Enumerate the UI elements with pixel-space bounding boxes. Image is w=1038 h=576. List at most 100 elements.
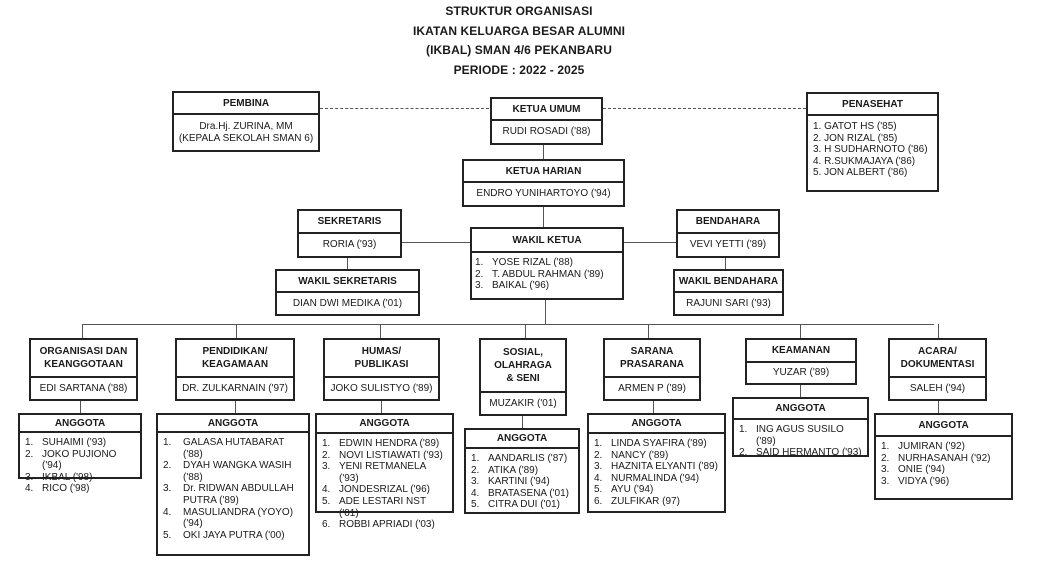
anggota-title: ANGGOTA [466, 430, 578, 449]
anggota-item: 3.Dr. RIDWAN ABDULLAH PUTRA ('89) [163, 483, 294, 506]
pembina-name-line-1: Dra.Hj. ZURINA, MM [199, 120, 293, 132]
anggota-item: 3.VIDYA ('96) [881, 475, 950, 487]
division-head: JOKO SULISTYO ('89) [330, 382, 433, 394]
anggota-item: 1.SUHAIMI ('93) [25, 437, 107, 448]
penasehat-box: PENASEHAT 1. GATOT HS ('85) 2. JON RIZAL… [806, 92, 939, 192]
title-line-2: IKATAN KELUARGA BESAR ALUMNI [412, 23, 626, 38]
anggota-item: 3.ONIE ('94) [881, 464, 945, 476]
sekretaris-title: SEKRETARIS [299, 211, 400, 234]
wakil-bendahara-title: WAKIL BENDAHARA [675, 271, 782, 293]
anggota-list: 1. EDWIN HENDRA ('89) 2.NOVI LISTIAWATI … [317, 434, 452, 534]
wakil-sekretaris-title: WAKIL SEKRETARIS [277, 271, 418, 293]
anggota-humas-box: ANGGOTA 1. EDWIN HENDRA ('89) 2.NOVI LIS… [315, 413, 454, 530]
wakil-sekretaris-box: WAKIL SEKRETARIS DIAN DWI MEDIKA ('01) [275, 269, 420, 316]
ketua-umum-name: RUDI ROSADI ('88) [502, 126, 591, 137]
connector-wakil-bendahara [623, 242, 676, 243]
division-head: MUZAKIR ('01) [489, 397, 557, 409]
pembina-name-line-2: (KEPALA SEKOLAH SMAN 6) [178, 132, 314, 144]
anggota-title: ANGGOTA [589, 415, 724, 434]
anggota-list: 1.SUHAIMI ('93) 2.JOKO PUJIONO ('94) 3.I… [20, 433, 140, 498]
wakil-ketua-list: 1. YOSE RIZAL ('88) 2.T. ABDUL RAHMAN ('… [472, 253, 622, 296]
bendahara-name: VEVI YETTI ('89) [689, 239, 767, 250]
connector-div-5 [648, 324, 649, 338]
division-title: PENDIDIKAN/ KEAGAMAAN [177, 340, 293, 378]
anggota-list: 1.JUMIRAN ('92) 2.NURHASANAH ('92) 3.ONI… [876, 437, 1011, 490]
anggota-item: 2.DYAH WANGKA WASIH ('88) [163, 460, 292, 483]
wakil-ketua-item: 2.T. ABDUL RAHMAN ('89) [475, 268, 604, 280]
ketua-umum-title: KETUA UMUM [492, 99, 601, 121]
anggota-item: 4.RICO ('98) [25, 483, 90, 495]
penasehat-list: 1. GATOT HS ('85) 2. JON RIZAL ('85) 3. … [808, 116, 937, 182]
anggota-item: 4.JONDESRIZAL ('96) [322, 484, 431, 496]
bendahara-box: BENDAHARA VEVI YETTI ('89) [676, 209, 780, 258]
anggota-item: 1.JUMIRAN ('92) [881, 441, 965, 452]
connector-harian-wakil [543, 207, 544, 227]
anggota-pendidikan-box: ANGGOTA 1.GALASA HUTABARAT ('88) 2.DYAH … [156, 413, 310, 556]
anggota-list: 1.GALASA HUTABARAT ('88) 2.DYAH WANGKA W… [158, 433, 308, 544]
connector-div-2 [236, 324, 237, 338]
wakil-ketua-item: 1. YOSE RIZAL ('88) [475, 257, 574, 268]
connector-ketua-penasehat [603, 108, 806, 109]
anggota-title: ANGGOTA [20, 415, 140, 433]
anggota-acara-box: ANGGOTA 1.JUMIRAN ('92) 2.NURHASANAH ('9… [874, 413, 1013, 500]
division-pendidikan-box: PENDIDIKAN/ KEAGAMAAN DR. ZULKARNAIN ('9… [175, 338, 295, 401]
penasehat-item: 1. GATOT HS ('85) [813, 121, 897, 132]
anggota-item: 3.KARTINI ('94) [471, 476, 550, 488]
anggota-organisasi-box: ANGGOTA 1.SUHAIMI ('93) 2.JOKO PUJIONO (… [18, 413, 142, 494]
anggota-title: ANGGOTA [158, 415, 308, 433]
connector-anggota-1 [80, 401, 81, 413]
connector-anggota-6 [800, 385, 801, 397]
penasehat-item: 3. H SUDHARNOTO ('86) [813, 144, 928, 156]
division-keamanan-box: KEAMANAN YUZAR ('89) [745, 338, 857, 385]
division-head: ARMEN P ('89) [618, 382, 686, 394]
pembina-name: Dra.Hj. ZURINA, MM (KEPALA SEKOLAH SMAN … [174, 115, 318, 150]
division-head: YUZAR ('89) [772, 367, 830, 378]
division-head: DR. ZULKARNAIN ('97) [182, 382, 288, 394]
penasehat-item: 2. JON RIZAL ('85) [813, 132, 898, 144]
connector-div-1 [82, 324, 83, 338]
anggota-item: 3.IKBAL ('98) [25, 471, 93, 483]
anggota-item: 2.JOKO PUJIONO ('94) [25, 448, 117, 472]
anggota-item: 5.AYU ('94) [594, 484, 654, 496]
connector-wakil-divisions [545, 300, 546, 324]
connector-divisions-bar [82, 324, 934, 325]
chart-title: STRUKTUR ORGANISASI IKATAN KELUARGA BESA… [0, 2, 1038, 80]
title-line-3: (IKBAL) SMAN 4/6 PEKANBARU [426, 43, 612, 57]
anggota-keamanan-box: ANGGOTA 1.ING AGUS SUSILO ('89) 2.SAID H… [732, 397, 869, 458]
division-sosial-box: SOSIAL, OLAHRAGA & SENI MUZAKIR ('01) [479, 338, 567, 416]
wakil-ketua-box: WAKIL KETUA 1. YOSE RIZAL ('88) 2.T. ABD… [470, 227, 624, 300]
anggota-item: 2.NOVI LISTIAWATI ('93) [322, 449, 443, 461]
anggota-item: 2.NURHASANAH ('92) [881, 452, 991, 464]
anggota-list: 1.LINDA SYAFIRA ('89) 2.NANCY ('89) 3.HA… [589, 434, 724, 511]
sekretaris-name: RORIA ('93) [322, 239, 377, 250]
anggota-sosial-box: ANGGOTA 1.AANDARLIS ('87) 2.ATIKA ('89) … [464, 428, 580, 514]
anggota-item: 2.SAID HERMANTO ('93) [739, 447, 862, 459]
anggota-title: ANGGOTA [317, 415, 452, 434]
division-sarana-box: SARANA PRASARANA ARMEN P ('89) [603, 338, 701, 401]
anggota-item: 1.GALASA HUTABARAT ('88) [163, 437, 285, 460]
pembina-box: PEMBINA Dra.Hj. ZURINA, MM (KEPALA SEKOL… [172, 91, 320, 152]
ketua-umum-box: KETUA UMUM RUDI ROSADI ('88) [490, 97, 603, 145]
anggota-list: 1.ING AGUS SUSILO ('89) 2.SAID HERMANTO … [734, 420, 867, 462]
division-title: SOSIAL, OLAHRAGA & SENI [481, 340, 565, 393]
division-organisasi-box: ORGANISASI DAN KEANGGOTAAN EDI SARTANA (… [29, 338, 138, 401]
anggota-title: ANGGOTA [734, 399, 867, 420]
division-title: KEAMANAN [747, 340, 855, 363]
bendahara-title: BENDAHARA [678, 211, 778, 234]
anggota-item: 1.LINDA SYAFIRA ('89) [594, 438, 707, 449]
anggota-sarana-box: ANGGOTA 1.LINDA SYAFIRA ('89) 2.NANCY ('… [587, 413, 726, 513]
ketua-harian-name: ENDRO YUNIHARTOYO ('94) [476, 188, 611, 199]
penasehat-title: PENASEHAT [808, 94, 937, 116]
anggota-item: 3.YENI RETMANELA ('93) [322, 461, 426, 484]
anggota-item: 4.MASULIANDRA (YOYO) ('94) [163, 506, 294, 530]
anggota-item: 1. EDWIN HENDRA ('89) [322, 438, 440, 449]
anggota-item: 4.BRATASENA ('01) [471, 487, 570, 499]
penasehat-item: 4. R.SUKMAJAYA ('86) [813, 155, 916, 167]
ketua-harian-box: KETUA HARIAN ENDRO YUNIHARTOYO ('94) [462, 159, 625, 207]
anggota-list: 1.AANDARLIS ('87) 2.ATIKA ('89) 3.KARTIN… [466, 449, 578, 514]
division-title: ACARA/ DOKUMENTASI [890, 340, 985, 378]
division-title: SARANA PRASARANA [605, 340, 699, 378]
connector-anggota-2 [235, 401, 236, 413]
connector-anggota-7 [938, 401, 939, 413]
connector-anggota-3 [381, 401, 382, 413]
